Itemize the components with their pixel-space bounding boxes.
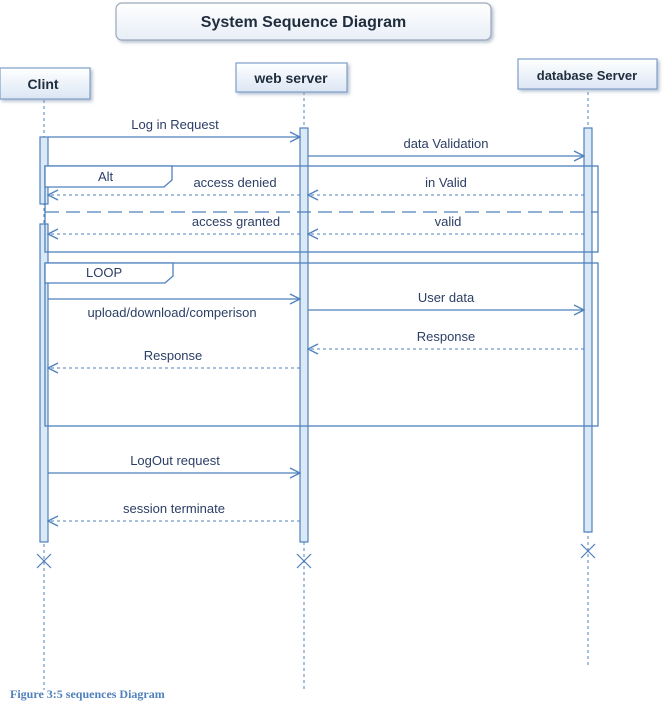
destroy-client-icon: [36, 553, 52, 569]
message-label: Response: [144, 348, 203, 363]
message-logout-request: LogOut request: [48, 453, 300, 473]
lifeline-db: database Server: [517, 58, 658, 90]
message-response-web: Response: [48, 348, 300, 368]
message-label: Response: [417, 329, 476, 344]
message-label: upload/download/comperison: [87, 305, 256, 320]
message-label: valid: [435, 214, 462, 229]
activation-db: [583, 127, 593, 533]
figure-caption: Figure 3:5 sequences Diagram: [10, 687, 165, 701]
loop-fragment: LOOP: [44, 262, 599, 427]
message-label: data Validation: [403, 136, 488, 151]
message-response-db: Response: [308, 329, 584, 349]
message-label: Log in Request: [131, 117, 219, 132]
message-invalid: in Valid: [308, 175, 584, 195]
message-access-denied: access denied: [48, 175, 300, 195]
lifeline-db-label: database Server: [537, 68, 637, 83]
diagram-title-box: System Sequence Diagram: [115, 2, 492, 41]
message-label: access denied: [193, 175, 276, 190]
destroy-db-icon: [580, 543, 596, 559]
diagram-title: System Sequence Diagram: [201, 14, 406, 31]
message-label: User data: [418, 290, 475, 305]
lifeline-web: web server: [235, 62, 348, 93]
message-session-terminate: session terminate: [48, 501, 300, 521]
message-label: in Valid: [425, 175, 467, 190]
message-data-validation: data Validation: [308, 136, 584, 156]
destroy-web-icon: [296, 553, 312, 569]
message-valid: valid: [308, 214, 584, 234]
message-label: session terminate: [123, 501, 225, 516]
message-login-request: Log in Request: [48, 117, 300, 137]
message-upload-download: upload/download/comperison: [48, 299, 300, 320]
lifeline-client: Clint: [0, 67, 91, 100]
alt-fragment-label: Alt: [98, 169, 114, 184]
activation-client-2: [39, 223, 49, 543]
loop-fragment-label: LOOP: [86, 265, 122, 280]
alt-fragment: Alt: [44, 165, 599, 253]
message-user-data: User data: [308, 290, 584, 310]
message-label: access granted: [192, 214, 280, 229]
message-label: LogOut request: [130, 453, 220, 468]
lifeline-client-label: Clint: [27, 76, 58, 92]
lifeline-web-label: web server: [253, 70, 328, 86]
activation-web: [299, 127, 309, 543]
message-access-granted: access granted: [48, 214, 300, 234]
